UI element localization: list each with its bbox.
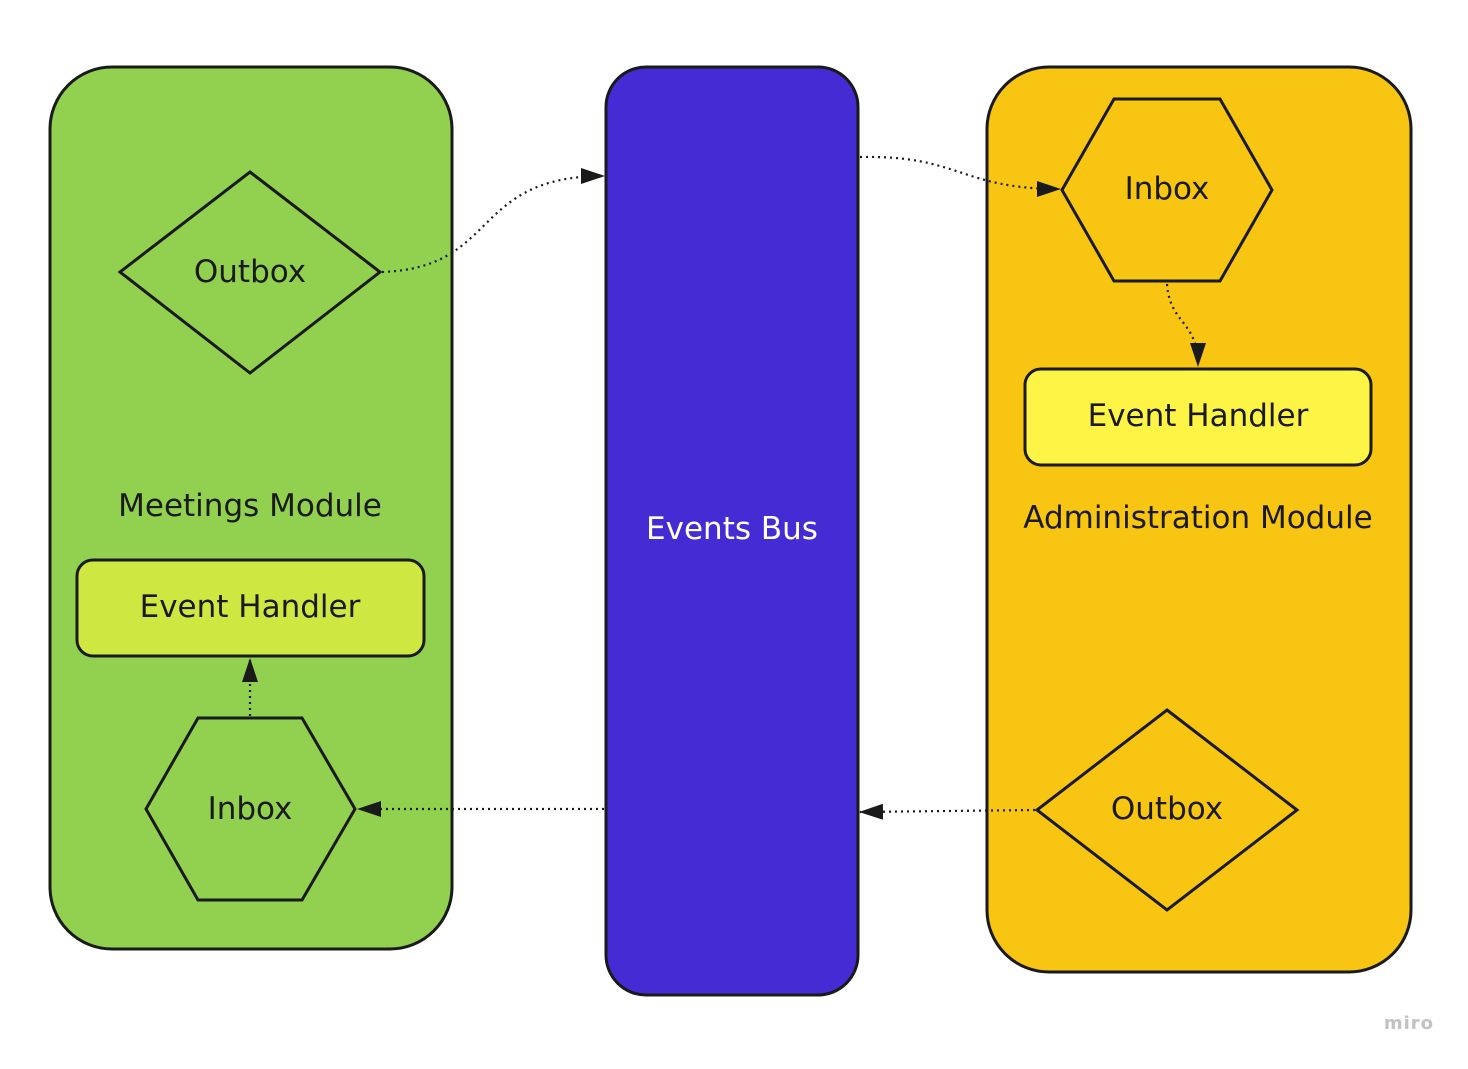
connector-administration-outbox-to-bus xyxy=(859,803,1036,820)
meetings-event-handler-box xyxy=(75,558,426,658)
meetings-event-handler-label: Event Handler xyxy=(140,589,361,625)
administration-inbox-hexagon xyxy=(1060,97,1274,283)
administration-module-label: Administration Module xyxy=(1023,500,1372,536)
administration-outbox-diamond xyxy=(1034,708,1300,912)
administration-event-handler-label: Event Handler xyxy=(1088,398,1309,434)
meetings-outbox-label: Outbox xyxy=(194,254,306,290)
administration-inbox-label: Inbox xyxy=(1125,171,1210,207)
meetings-outbox-diamond xyxy=(117,170,383,375)
administration-module-container xyxy=(985,65,1413,974)
connector-administration-inbox-to-handler xyxy=(1165,283,1206,367)
meetings-inbox-label: Inbox xyxy=(208,791,293,827)
administration-outbox-label: Outbox xyxy=(1111,791,1223,827)
connector-meetings-outbox-to-bus xyxy=(381,168,605,274)
miro-watermark: miro xyxy=(1383,1013,1434,1034)
meetings-inbox-hexagon xyxy=(144,716,357,902)
meetings-module-label: Meetings Module xyxy=(118,488,382,524)
administration-event-handler-box xyxy=(1023,367,1373,467)
events-bus-label: Events Bus xyxy=(646,511,818,547)
events-bus xyxy=(604,65,860,997)
